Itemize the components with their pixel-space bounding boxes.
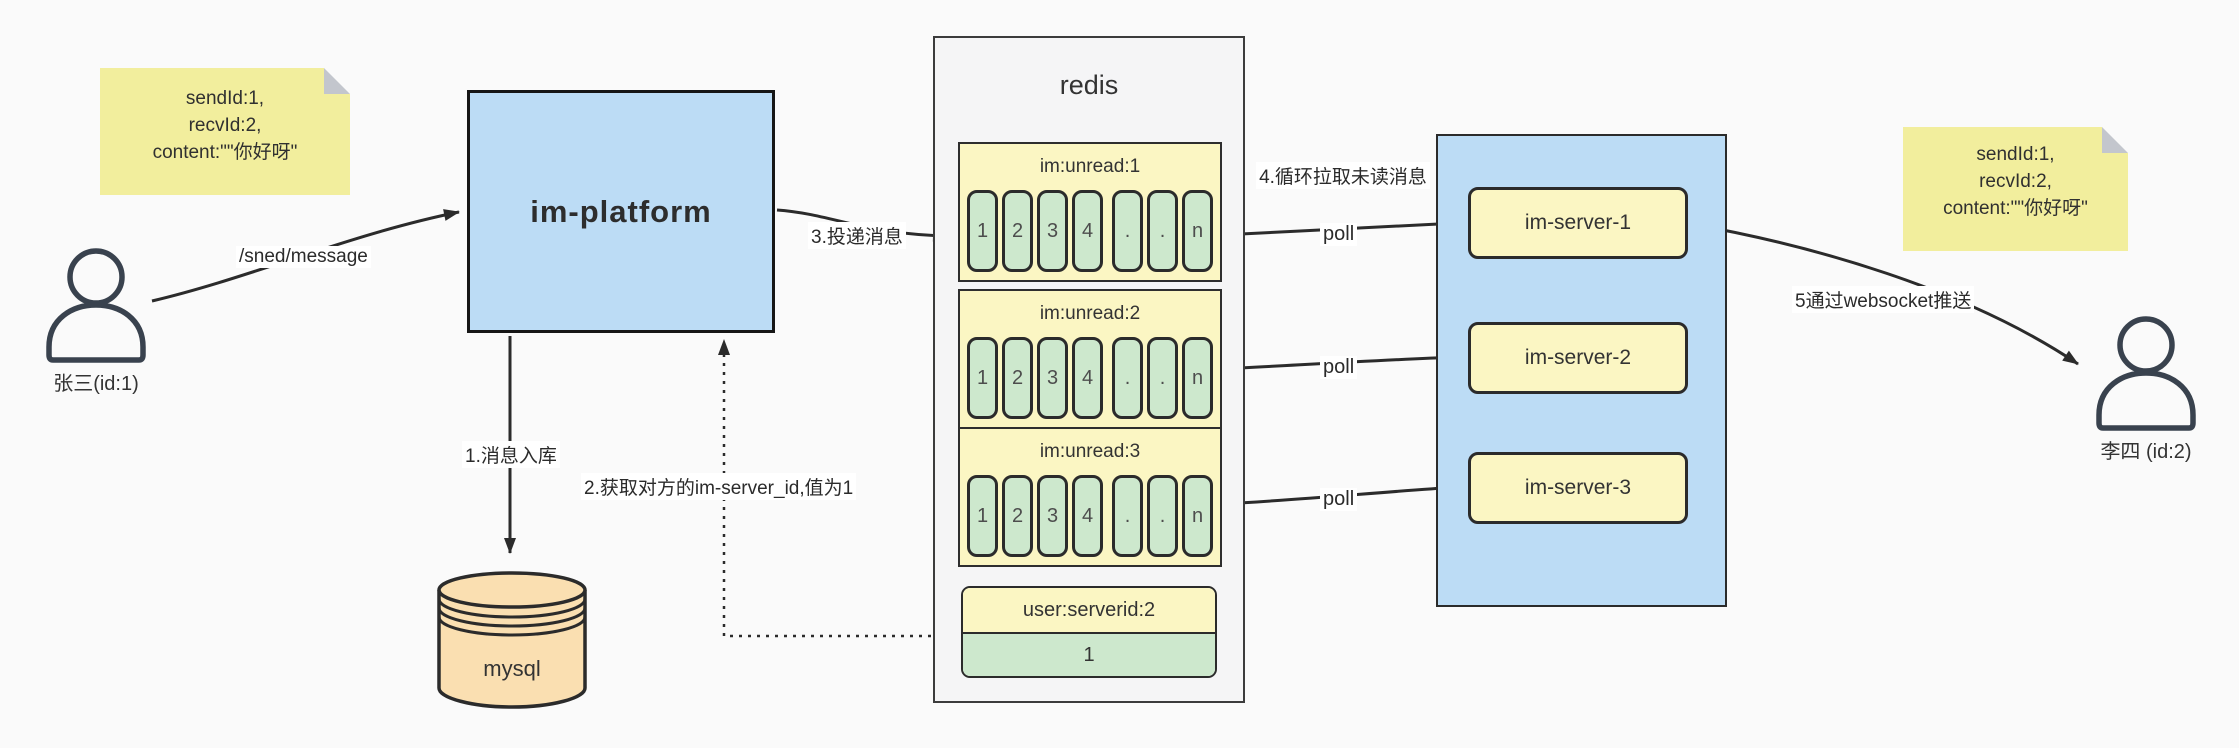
im-server-3-node: im-server-3	[1468, 452, 1688, 524]
queue-cell: n	[1182, 190, 1213, 272]
note-line: recvId:2,	[188, 114, 262, 136]
redis-title: redis	[1059, 70, 1119, 100]
note-line: recvId:2,	[1979, 170, 2052, 192]
note-line: content:""你好呀"	[1943, 197, 2088, 219]
edge-label-step5: 5通过websocket推送	[1792, 286, 1975, 313]
edge-label-send-message: /sned/message	[236, 246, 371, 268]
edge-label-poll-3: poll	[1320, 488, 1358, 511]
unread-queue-1: im:unread:1 1 2 3 4 . . n	[958, 142, 1222, 282]
queue-cell: n	[1182, 475, 1213, 557]
mysql-database-icon: mysql	[435, 568, 589, 710]
sender-user-icon	[40, 247, 152, 363]
queue-1-name: im:unread:1	[1039, 156, 1141, 177]
queue-cell: 4	[1072, 475, 1103, 557]
edge-label-poll-1: poll	[1320, 223, 1358, 246]
queue-cell: 2	[1002, 337, 1033, 419]
note-fold-corner	[324, 68, 350, 94]
redis-container: redis im:unread:1 1 2 3 4 . . n im:unrea…	[933, 36, 1245, 703]
im-server-2-node: im-server-2	[1468, 322, 1688, 394]
user-serverid-box: user:serverid:2 1	[961, 586, 1217, 678]
note-fold-corner	[2102, 127, 2128, 153]
queue-cell: .	[1147, 190, 1178, 272]
note-line: content:""你好呀"	[152, 141, 298, 163]
im-server-2-label: im-server-2	[1524, 346, 1632, 369]
queue-cell: 4	[1072, 337, 1103, 419]
im-platform-label: im-platform	[530, 193, 712, 229]
queue-cell: 1	[967, 190, 998, 272]
im-server-3-label: im-server-3	[1524, 476, 1632, 499]
user-serverid-value: 1	[963, 632, 1215, 676]
edge-label-poll-2: poll	[1320, 356, 1358, 379]
queue-cell: .	[1112, 190, 1143, 272]
sender-label: 张三(id:1)	[53, 373, 139, 395]
queue-cell: 3	[1037, 337, 1068, 419]
queue-cell: 4	[1072, 190, 1103, 272]
queue-cell: .	[1112, 475, 1143, 557]
queue-cell: .	[1147, 337, 1178, 419]
queue-3-name: im:unread:3	[1039, 441, 1141, 462]
user-serverid-key: user:serverid:2	[963, 588, 1215, 632]
queue-cell: .	[1147, 475, 1178, 557]
edge-label-step3: 3.投递消息	[808, 222, 906, 249]
queue-cell: 3	[1037, 475, 1068, 557]
edge-label-step1: 1.消息入库	[462, 441, 560, 468]
unread-queue-3: im:unread:3 1 2 3 4 . . n	[958, 427, 1222, 567]
unread-queue-2: im:unread:2 1 2 3 4 . . n	[958, 289, 1222, 429]
queue-cell: 1	[967, 337, 998, 419]
request-payload-note: sendId:1, recvId:2, content:""你好呀"	[100, 68, 350, 195]
note-line: sendId:1,	[1976, 144, 2055, 165]
receiver-label: 李四 (id:2)	[2100, 441, 2192, 463]
edge-label-step2: 2.获取对方的im-server_id,值为1	[581, 473, 857, 500]
note-line: sendId:1,	[185, 88, 265, 109]
edge-label-step4: 4.循环拉取未读消息	[1256, 162, 1430, 189]
im-platform-node: im-platform	[467, 90, 775, 333]
im-server-1-label: im-server-1	[1524, 211, 1632, 234]
mysql-label: mysql	[483, 656, 540, 681]
queue-cell: 2	[1002, 190, 1033, 272]
receiver-user-icon	[2090, 315, 2202, 431]
queue-cell: 3	[1037, 190, 1068, 272]
push-payload-note: sendId:1, recvId:2, content:""你好呀"	[1903, 127, 2128, 251]
queue-cell: n	[1182, 337, 1213, 419]
queue-cell: 2	[1002, 475, 1033, 557]
im-server-1-node: im-server-1	[1468, 187, 1688, 259]
queue-cell: 1	[967, 475, 998, 557]
queue-cell: .	[1112, 337, 1143, 419]
queue-2-name: im:unread:2	[1039, 303, 1141, 324]
